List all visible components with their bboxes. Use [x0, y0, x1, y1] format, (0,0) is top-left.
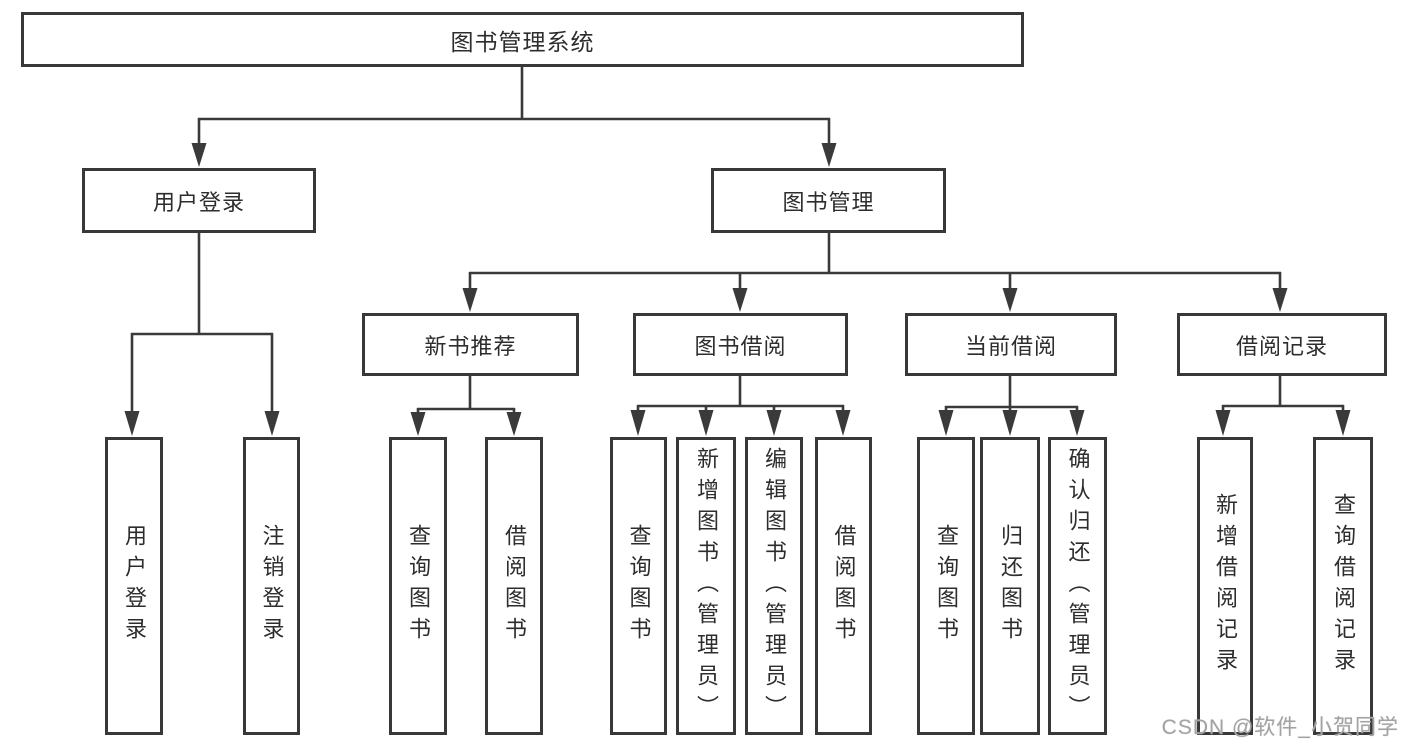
leaf-br-query-record: 查询借阅记录 — [1313, 437, 1373, 735]
leaf-cb-query-books: 查询图书 — [917, 437, 975, 735]
leaf-rec-borrow-books: 借阅图书 — [485, 437, 543, 735]
leaf-br-add-record: 新增借阅记录 — [1197, 437, 1253, 735]
leaf-bb-add-books-admin: 新增图书（管理员） — [676, 437, 736, 735]
node-root-system: 图书管理系统 — [21, 12, 1024, 67]
node-user-login: 用户登录 — [82, 168, 316, 233]
leaf-user-login: 用户登录 — [105, 437, 163, 735]
csdn-watermark: CSDN @软件_小贺同学 — [1161, 716, 1399, 739]
leaf-logout: 注销登录 — [243, 437, 300, 735]
node-borrowing-records: 借阅记录 — [1177, 313, 1387, 376]
leaf-bb-borrow-books: 借阅图书 — [815, 437, 872, 735]
node-book-borrowing: 图书借阅 — [633, 313, 848, 376]
node-new-book-recommend: 新书推荐 — [362, 313, 579, 376]
node-book-management: 图书管理 — [711, 168, 946, 233]
leaf-bb-edit-books-admin: 编辑图书（管理员） — [745, 437, 803, 735]
leaf-bb-query-books: 查询图书 — [610, 437, 667, 735]
leaf-cb-confirm-return-admin: 确认归还（管理员） — [1048, 437, 1107, 735]
node-current-borrowing: 当前借阅 — [905, 313, 1117, 376]
leaf-cb-return-books: 归还图书 — [980, 437, 1040, 735]
leaf-rec-query-books: 查询图书 — [389, 437, 447, 735]
